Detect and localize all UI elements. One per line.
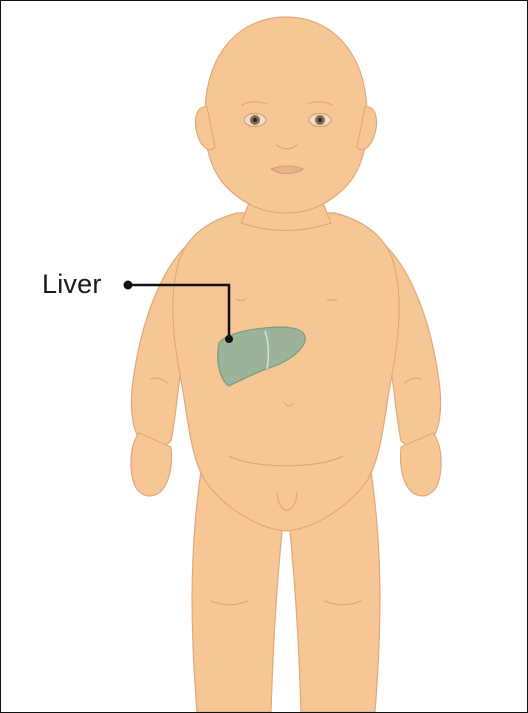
left-pupil [253, 118, 257, 122]
torso [173, 213, 399, 531]
baby-body [131, 17, 441, 712]
liver-label: Liver [42, 267, 102, 301]
callout-leader-end-dot [225, 335, 233, 343]
head [205, 17, 368, 213]
right-pupil [318, 118, 322, 122]
